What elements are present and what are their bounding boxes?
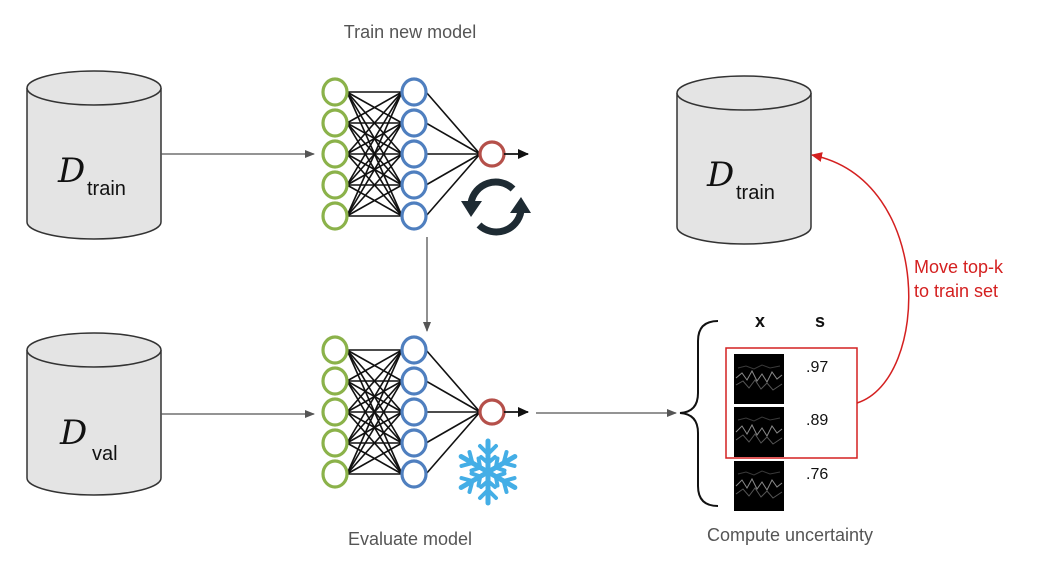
network-connection <box>346 442 403 475</box>
network-connection <box>346 91 403 217</box>
network-connection <box>425 380 481 413</box>
network-connection <box>425 411 481 444</box>
snowflake-arm <box>478 438 498 475</box>
hidden-neuron <box>400 335 428 365</box>
network-connection <box>425 411 481 475</box>
network-connection <box>425 122 481 155</box>
dataset-val-cylinder: D val <box>26 332 162 496</box>
input-neuron <box>321 366 349 396</box>
network-connection <box>346 184 403 217</box>
dataset-train-target-cylinder: D train <box>676 75 812 245</box>
input-neuron <box>321 77 349 107</box>
input-neuron <box>321 335 349 365</box>
network-connection <box>346 380 403 475</box>
input-neuron <box>321 108 349 138</box>
network-connection <box>346 122 403 217</box>
network-connection <box>346 91 403 186</box>
dataset-subscript-train: train <box>87 178 126 200</box>
annotation-line-1: Move top-k <box>914 257 1004 277</box>
snowflake-arm <box>458 469 491 494</box>
network-connection <box>425 349 481 413</box>
hidden-neuron <box>400 139 428 169</box>
curly-brace <box>679 320 719 507</box>
neural-network-train <box>321 77 529 231</box>
network-connection <box>346 91 403 124</box>
move-to-train-arrow <box>811 152 910 404</box>
uncertainty-score: .97 <box>806 359 828 376</box>
hidden-neuron <box>400 459 428 489</box>
refresh-icon <box>461 178 531 236</box>
network-connection <box>346 411 403 475</box>
caption-compute-uncertainty: Compute uncertainty <box>707 525 873 545</box>
sample-thumbnail <box>734 407 784 457</box>
column-header-x: x <box>755 311 765 331</box>
network-connection <box>346 349 403 382</box>
hidden-neuron <box>400 397 428 427</box>
hidden-neuron <box>400 366 428 396</box>
sample-thumbnail <box>734 354 784 404</box>
annotation-line-2: to train set <box>914 281 998 301</box>
network-connection <box>425 153 481 186</box>
dataset-symbol: D <box>706 155 734 195</box>
input-neuron <box>321 170 349 200</box>
dataset-train-cylinder: D train <box>26 70 162 240</box>
snowflake-arm <box>485 469 518 494</box>
uncertainty-score: .89 <box>806 412 828 429</box>
network-connection <box>346 349 403 444</box>
column-header-s: s <box>815 311 825 331</box>
input-neuron <box>321 428 349 458</box>
hidden-neuron <box>400 77 428 107</box>
network-connection <box>346 349 403 475</box>
sample-thumbnail <box>734 461 784 511</box>
output-neuron <box>478 140 506 168</box>
input-neuron <box>321 201 349 231</box>
hidden-neuron <box>400 201 428 231</box>
dataset-subscript-train: train <box>736 182 775 204</box>
snowflake-arm <box>458 450 491 475</box>
network-connection <box>346 349 403 413</box>
caption-evaluate-model: Evaluate model <box>348 529 472 549</box>
snowflake-arm <box>485 450 518 475</box>
network-connection <box>425 153 481 217</box>
network-connection <box>425 91 481 155</box>
input-neuron <box>321 397 349 427</box>
network-connection <box>346 153 403 217</box>
hidden-neuron <box>400 428 428 458</box>
hidden-neuron <box>400 170 428 200</box>
neural-network-eval <box>321 335 529 489</box>
uncertainty-score: .76 <box>806 466 828 483</box>
dataset-subscript-val: val <box>92 443 118 465</box>
output-neuron <box>478 398 506 426</box>
input-neuron <box>321 459 349 489</box>
input-neuron <box>321 139 349 169</box>
caption-train-new-model: Train new model <box>344 22 476 42</box>
snowflake-arm <box>478 469 498 506</box>
hidden-neuron <box>400 108 428 138</box>
dataset-symbol: D <box>59 413 87 453</box>
dataset-symbol: D <box>57 151 85 191</box>
network-connection <box>346 91 403 155</box>
snowflake-icon <box>458 438 518 506</box>
